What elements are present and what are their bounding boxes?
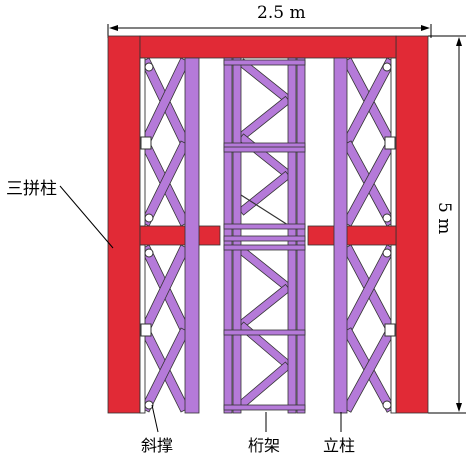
truss-label: 桁架	[248, 436, 281, 455]
middle-beam-left	[139, 225, 221, 246]
bolt	[382, 213, 392, 223]
truss-diagonal	[237, 58, 292, 104]
truss-horizontal	[223, 329, 306, 336]
bolt	[144, 248, 154, 258]
purple-columns	[184, 57, 348, 414]
width-dimension	[107, 24, 432, 38]
triple-column-label: 三拼柱	[6, 179, 57, 199]
truss-chord-right-inner	[287, 57, 297, 414]
bolt	[144, 62, 154, 72]
truss-horizontal	[223, 146, 306, 153]
connection-plate	[140, 323, 152, 337]
truss-horizontal	[223, 59, 306, 66]
truss-diagonal	[237, 283, 292, 329]
truss-chord-right-outer	[296, 57, 306, 414]
leader-lines	[59, 185, 342, 433]
top-beam	[139, 35, 397, 59]
vertical-column-label: 立柱	[323, 436, 356, 455]
width-dimension-label: 2.5 m	[257, 3, 306, 23]
height-dimension-label: 5 m	[434, 202, 454, 235]
connection-plate	[140, 136, 152, 150]
truss-horizontal	[223, 244, 306, 251]
truss-chord-left-inner	[232, 57, 242, 414]
truss-diagonal	[237, 133, 292, 179]
vertical-column-left	[184, 57, 200, 414]
diagonal-brace-label: 斜撑	[141, 436, 174, 455]
truss-horizontal	[223, 235, 306, 242]
bolt	[144, 213, 154, 223]
truss-tie	[240, 194, 289, 226]
connection-plate	[384, 323, 396, 337]
right-triple-column	[395, 35, 429, 414]
truss-diagonal	[237, 170, 292, 216]
truss-diagonal	[237, 321, 292, 369]
truss-horizontals	[223, 59, 306, 411]
bolt	[144, 400, 154, 410]
truss-diagonal	[237, 246, 292, 292]
height-dimension	[428, 35, 466, 414]
left-triple-column	[107, 35, 141, 414]
truss-horizontal	[223, 223, 306, 230]
red-frame	[107, 35, 429, 414]
middle-beam-right	[307, 225, 397, 246]
bolt	[382, 62, 392, 72]
truss-diagonal	[237, 95, 292, 141]
vertical-column-right	[333, 57, 348, 414]
truss-chord-left-outer	[223, 57, 233, 414]
bolt	[382, 248, 392, 258]
truss-horizontal	[223, 404, 306, 411]
connection-plate	[384, 136, 396, 150]
diagonal-braces	[140, 57, 396, 413]
bolt	[382, 400, 392, 410]
connection-details	[140, 62, 396, 410]
truss-diagonal	[237, 361, 292, 409]
